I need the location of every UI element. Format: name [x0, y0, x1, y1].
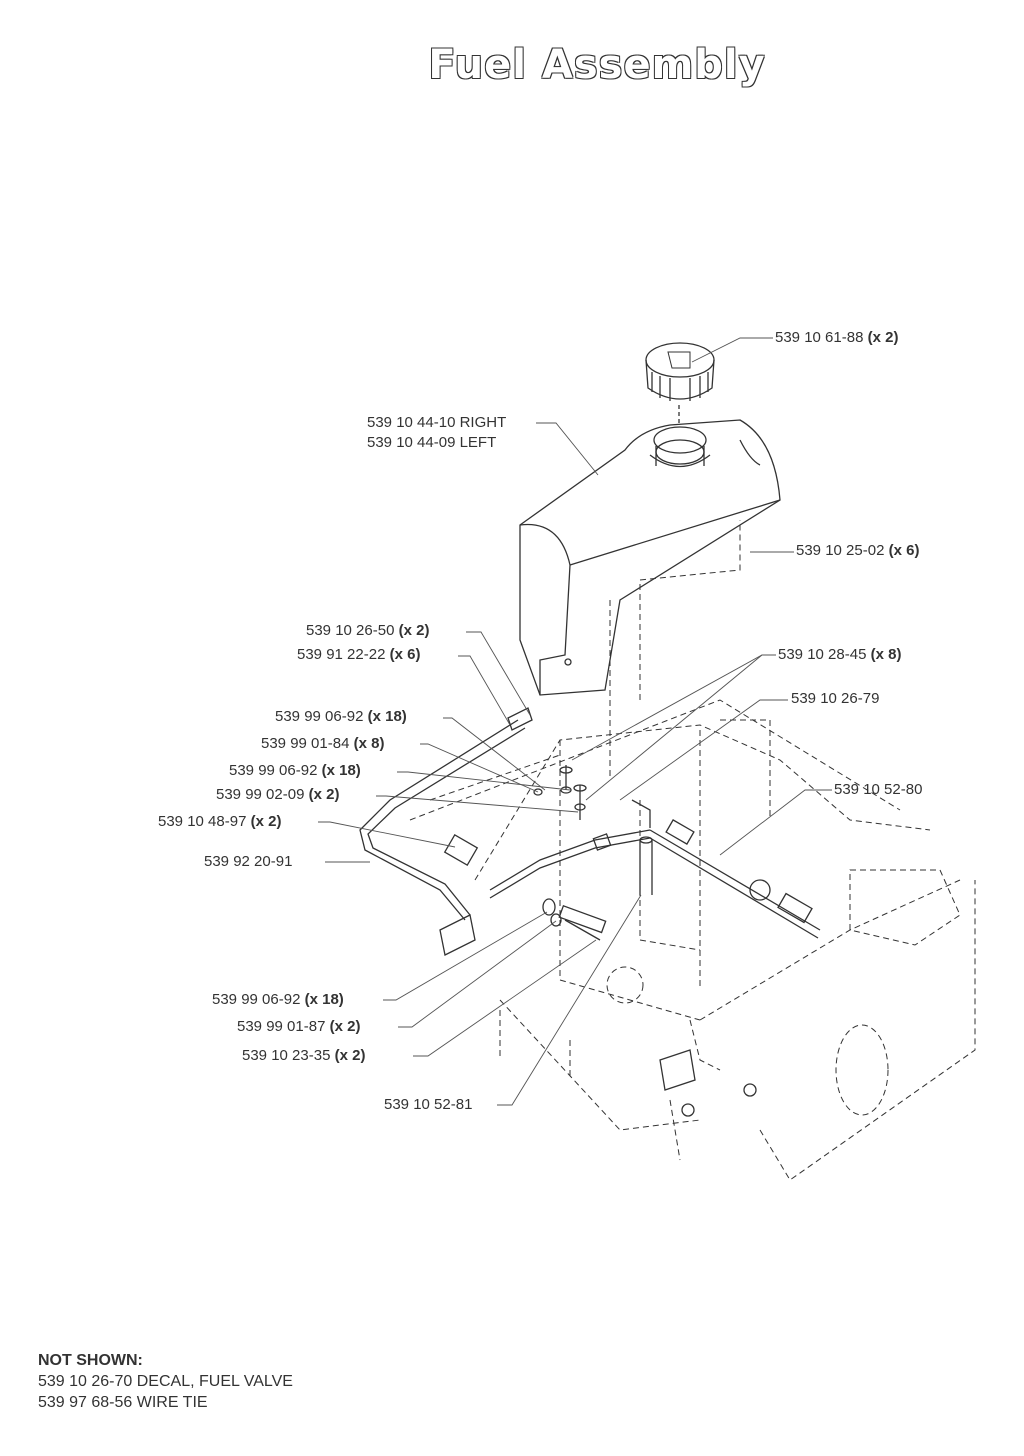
chassis-frame-drawing	[409, 520, 976, 1181]
fuel-cap-drawing	[645, 342, 715, 425]
leader-lines	[318, 337, 832, 1106]
fuel-line-drawing	[359, 707, 821, 1117]
callout-nut-b: 539 99 01-87 (x 2)	[237, 1018, 361, 1035]
callout-bracket: 539 10 26-79	[791, 690, 880, 707]
fuel-tank-drawing	[519, 419, 781, 696]
callout-filter: 539 10 48-97 (x 2)	[158, 813, 282, 830]
callout-clamp: 539 91 22-22 (x 6)	[297, 646, 421, 663]
callout-bolt-a: 539 99 02-09 (x 2)	[216, 786, 340, 803]
callout-rod: 539 10 52-81	[384, 1096, 473, 1113]
callout-nut-a: 539 99 01-84 (x 8)	[261, 735, 385, 752]
callout-washer-b: 539 99 06-92 (x 18)	[229, 762, 361, 779]
callout-valve-link: 539 10 52-80	[834, 781, 923, 798]
callout-washer-a: 539 99 06-92 (x 18)	[275, 708, 407, 725]
page-title: Fuel Assembly	[428, 42, 766, 88]
not-shown-item: 539 97 68-56 WIRE TIE	[38, 1394, 208, 1411]
callout-fitting: 539 10 26-50 (x 2)	[306, 622, 430, 639]
callout-washer-c: 539 99 06-92 (x 18)	[212, 991, 344, 1008]
callout-grommet: 539 10 28-45 (x 8)	[778, 646, 902, 663]
callout-stud: 539 10 25-02 (x 6)	[796, 542, 920, 559]
not-shown-heading: NOT SHOWN:	[38, 1352, 143, 1369]
callout-tank-left: 539 10 44-09 LEFT	[367, 434, 497, 451]
callout-cap: 539 10 61-88 (x 2)	[775, 329, 899, 346]
callout-fuel-line: 539 92 20-91	[204, 853, 293, 870]
not-shown-item: 539 10 26-70 DECAL, FUEL VALVE	[38, 1373, 293, 1390]
callout-tank-right: 539 10 44-10 RIGHT	[367, 414, 507, 431]
callout-bolt-b: 539 10 23-35 (x 2)	[242, 1047, 366, 1064]
